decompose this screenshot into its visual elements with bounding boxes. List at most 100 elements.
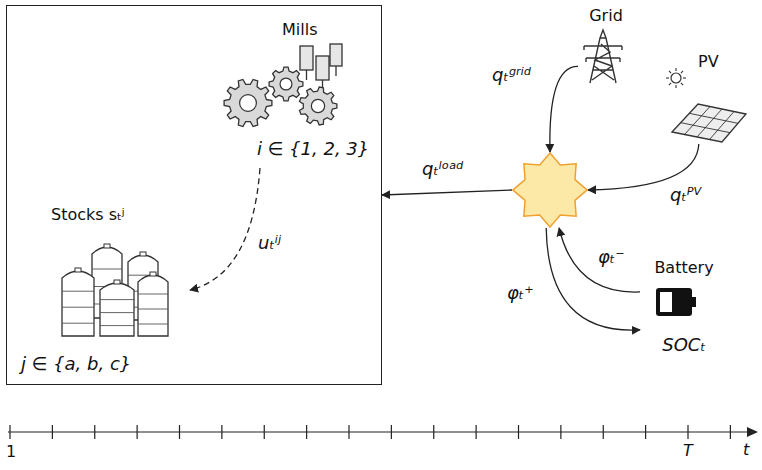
silo-rib [138,294,168,295]
time-tick [264,425,265,439]
mill-rod [306,70,307,80]
pylon-icon [584,30,622,83]
node-title: Stocks sₜʲ [51,205,125,224]
gear-icon [300,87,337,125]
mill-head [316,56,329,80]
silo-rib [100,325,134,326]
gear-hub [311,99,324,112]
flow-label: qₜᵍʳⁱᵈ [490,64,533,86]
pv-source: PV [662,50,754,144]
silo-icon [100,283,134,336]
gear-hub [280,78,292,90]
time-tick [476,425,477,439]
time-tick [52,425,53,439]
mill-head [300,46,313,70]
sun-ray [681,71,683,73]
gear-hub [240,95,257,112]
time-tick [221,425,222,439]
mill-head [330,44,342,66]
sun-icon [671,73,681,83]
silo-icon [62,271,94,336]
time-tick [518,425,519,439]
silo-rib [100,299,134,300]
pv-grid [710,112,735,140]
material-flow-arrow [190,168,260,290]
stocks-group: Stocks sₜʲ j ∈ {a, b, c} [15,201,190,379]
silo-rib [92,269,122,270]
time-label: t [743,440,749,459]
star-outline [512,152,588,228]
silo-rib [62,323,94,324]
node-title: Mills [282,20,317,39]
silo-rib [138,309,168,310]
battery-icon [656,288,692,316]
battery-charge [660,292,672,312]
energy-flow-arrow [546,228,640,330]
sun-ray [675,68,676,71]
flow-label: φₜ⁻ [596,246,627,268]
sun-ray [675,85,676,88]
sun-ray [669,71,671,73]
time-tick [645,425,646,439]
time-tick [687,425,688,439]
flow-label: qₜˡᵒᵃᵈ [420,158,466,180]
silo-rib [100,312,134,313]
sun-ray [666,77,669,78]
node-subtext: i ∈ {1, 2, 3} [257,138,369,160]
time-tick [179,425,180,439]
time-tick [94,425,95,439]
energy-flow-arrow [382,190,512,195]
time-label: T [683,441,693,460]
node-title: PV [698,52,719,71]
time-tick [391,425,392,439]
silo-cap [140,252,146,256]
mill-rod [335,66,336,76]
battery-terminal [692,297,696,307]
star-shape [513,153,587,227]
silo-rib [62,307,94,308]
time-tick [9,425,10,439]
time-tick [603,425,604,439]
silo-icon [138,275,168,336]
node-subtext: SOCₜ [640,334,728,356]
time-label: 1 [6,442,16,461]
pv-grid [697,109,722,137]
mills-group: Mills i ∈ {1, 2, 3} [212,18,372,168]
sun-ray [669,83,671,85]
silo-cap [104,244,110,248]
energy-hub-star [512,152,588,228]
node-title: Grid [578,6,634,25]
gear-icon [269,67,303,101]
node-title: Battery [640,258,728,277]
time-axis-head [747,427,758,437]
silo-cap [150,272,156,276]
flow-label: φₜ⁺ [505,282,536,304]
battery-storage: BatterySOCₜ [640,256,728,359]
silo-cap [114,280,120,284]
time-tick [433,425,434,439]
node-subtext: j ∈ {a, b, c} [21,353,131,375]
energy-flow-arrow [550,66,578,152]
time-tick [306,425,307,439]
gear-icon [224,80,272,127]
flow-label: uₜⁱʲ [256,232,283,254]
silo-cap [75,268,81,272]
grid-source: Grid [578,4,634,84]
time-tick [560,425,561,439]
pv-panel [672,104,746,142]
time-tick [730,425,731,439]
silo-rib [62,291,94,292]
pv-grid [685,107,711,135]
time-tick [137,425,138,439]
sun-ray [683,77,686,78]
time-axis [8,431,750,432]
system-boundary-box: Mills i ∈ {1, 2, 3} Stocks sₜʲ j ∈ {a, b, c… [6,5,382,385]
silo-rib [138,324,168,325]
energy-flow-arrow [559,228,640,292]
sun-ray [681,83,683,85]
flow-label: qₜᴾⱽ [668,184,703,206]
time-tick [348,425,349,439]
